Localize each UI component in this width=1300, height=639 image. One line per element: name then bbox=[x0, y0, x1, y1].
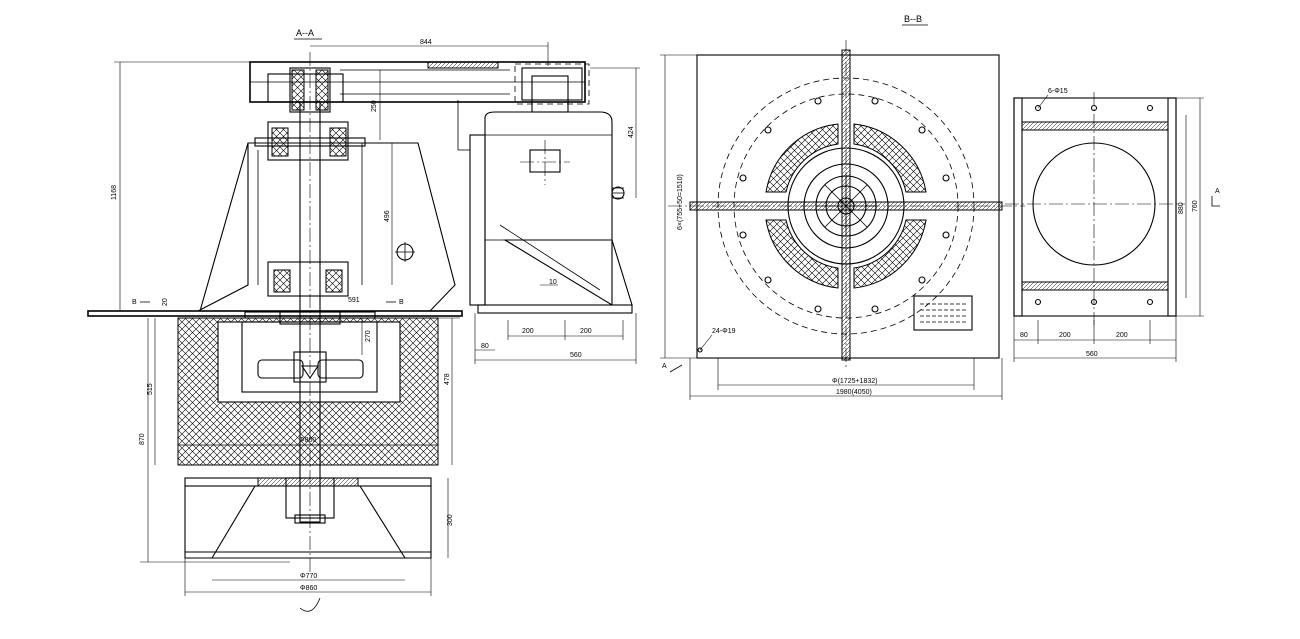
dim-height-total: 1168 bbox=[111, 185, 118, 200]
dim-motor-200-left: 200 bbox=[522, 328, 534, 335]
b-left-mark: B bbox=[132, 299, 137, 306]
dim-pulley-offset: 250 bbox=[371, 100, 378, 112]
name-plate bbox=[913, 295, 973, 331]
section-aa-title: A--A bbox=[296, 28, 314, 38]
dim-depth-515: 515 bbox=[147, 383, 154, 395]
dim-plan-bolts: 24-Φ19 bbox=[712, 328, 736, 335]
heater-segment-bl bbox=[765, 219, 839, 289]
dim-bearing-span: 496 bbox=[384, 210, 391, 222]
rotation-arrow bbox=[299, 597, 321, 612]
lower-bearing bbox=[267, 261, 349, 297]
section-bb-title: B--B bbox=[904, 14, 922, 24]
a-top-mark: A bbox=[1215, 188, 1220, 195]
heater-segment-tr bbox=[853, 123, 927, 193]
dim-motor-200-right: 200 bbox=[580, 328, 592, 335]
dim-side-height-2: 760 bbox=[1192, 200, 1199, 212]
motor-pulley bbox=[521, 67, 583, 101]
dim-base-860: Φ860 bbox=[300, 585, 317, 592]
dim-motor-80: 80 bbox=[481, 343, 489, 350]
drive-pulley bbox=[267, 73, 344, 103]
b-right-mark: B bbox=[399, 299, 404, 306]
side-view: 6-Φ15 880 760 A 80 200 200 560 bbox=[1005, 88, 1220, 362]
dim-angle-mark: 10 bbox=[549, 279, 557, 286]
dim-side-80: 80 bbox=[1020, 332, 1028, 339]
dim-side-200-a: 200 bbox=[1059, 332, 1071, 339]
dim-side-height-1: 880 bbox=[1178, 202, 1185, 214]
heater-segment-br bbox=[853, 219, 927, 289]
dim-plan-width: 1980(4050) bbox=[836, 389, 872, 396]
dim-top-width: 844 bbox=[420, 39, 432, 46]
impeller bbox=[257, 351, 364, 383]
dim-plan-height: 6×(755+50=1510) bbox=[677, 174, 684, 230]
heater-segment-tl bbox=[765, 123, 839, 193]
dim-motor-560: 560 bbox=[570, 352, 582, 359]
dim-gap-591: 591 bbox=[348, 297, 360, 304]
dim-plan-circle: Φ(1725+1832) bbox=[832, 378, 877, 385]
dim-depth-478: 478 bbox=[444, 373, 451, 385]
dim-side-holes: 6-Φ15 bbox=[1048, 88, 1068, 95]
outer-dashed-circle bbox=[717, 77, 975, 335]
dim-side-560: 560 bbox=[1086, 351, 1098, 358]
dim-lower-270: 270 bbox=[365, 330, 372, 342]
a-bottom-mark: A bbox=[662, 363, 667, 370]
motor-body bbox=[484, 111, 613, 306]
dim-cone-height: 300 bbox=[447, 514, 454, 526]
dim-base-770: Φ770 bbox=[300, 573, 317, 580]
dim-side-200-b: 200 bbox=[1116, 332, 1128, 339]
dim-depth-870: 870 bbox=[139, 433, 146, 445]
dim-flange-20: 20 bbox=[162, 298, 169, 306]
section-bb-view: B--B bbox=[660, 14, 1025, 400]
dim-impeller-dia: Φ800 bbox=[299, 437, 316, 444]
deck-plate bbox=[87, 310, 463, 317]
bolt-circle bbox=[739, 97, 950, 313]
dim-motor-height: 424 bbox=[628, 126, 635, 138]
upper-bearing-housing bbox=[267, 121, 349, 161]
motor-unit: 424 10 200 200 80 560 bbox=[457, 67, 640, 364]
section-aa-view: A--A bbox=[87, 28, 590, 612]
